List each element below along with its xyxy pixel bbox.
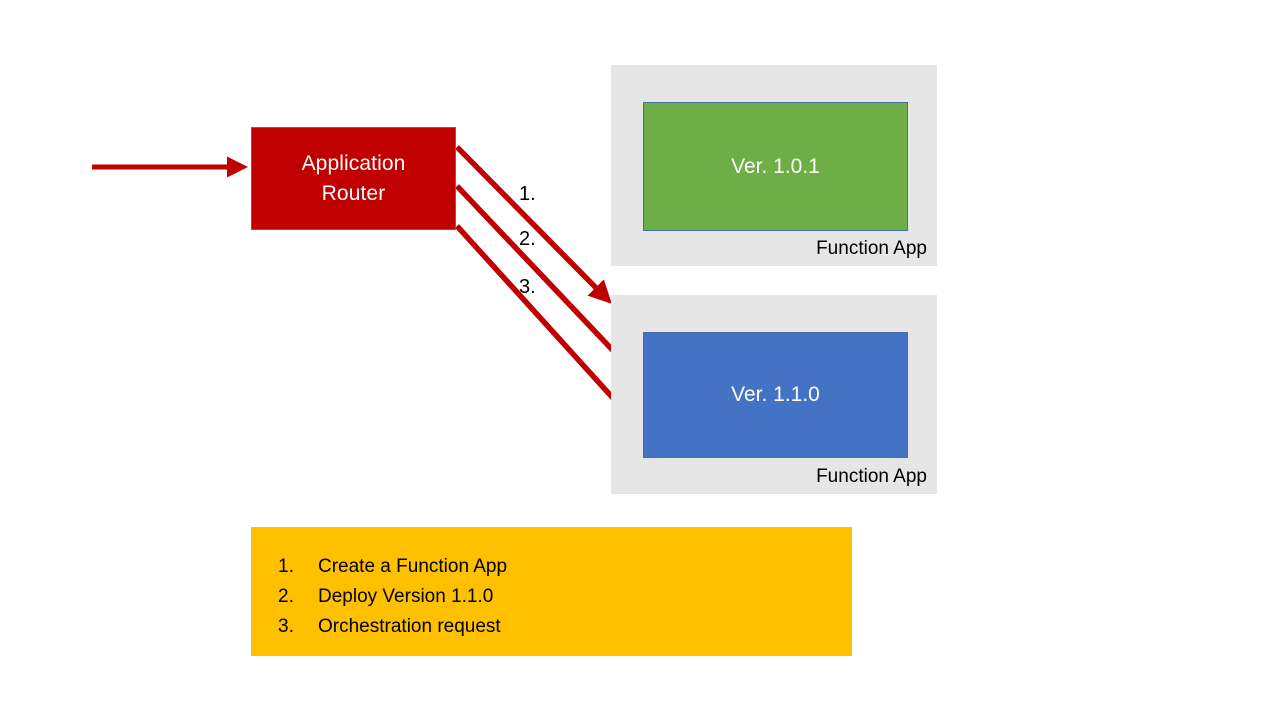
function-app-caption-v1-0-1: Function App	[816, 238, 927, 259]
legend-item-3-number: 3.	[278, 616, 294, 637]
arrow-label-2: 2.	[519, 228, 536, 250]
legend-item-1-text: Create a Function App	[318, 556, 508, 577]
legend-item-2-text: Deploy Version 1.1.0	[318, 586, 494, 607]
application-router-label: Application Router	[301, 151, 406, 205]
arrow-label-3: 3.	[519, 276, 536, 298]
application-router-box[interactable]: Application Router	[251, 127, 456, 230]
function-app-container-v1-0-1[interactable]: Ver. 1.0.1 Function App	[611, 65, 937, 266]
legend-item-1: 1. Create a Function App	[278, 552, 852, 582]
legend-item-2-number: 2.	[278, 586, 294, 607]
function-app-container-v1-1-0[interactable]: Ver. 1.1.0 Function App	[611, 295, 937, 494]
legend-item-1-number: 1.	[278, 556, 294, 577]
legend-item-3-text: Orchestration request	[318, 616, 501, 637]
version-box-v1-0-1[interactable]: Ver. 1.0.1	[643, 102, 908, 231]
version-label-v1-0-1: Ver. 1.0.1	[731, 154, 820, 178]
legend-item-2: 2. Deploy Version 1.1.0	[278, 582, 852, 612]
arrow-label-1: 1.	[519, 183, 536, 205]
version-box-v1-1-0[interactable]: Ver. 1.1.0	[643, 332, 908, 458]
legend-box: 1. Create a Function App 2. Deploy Versi…	[251, 527, 852, 656]
version-label-v1-1-0: Ver. 1.1.0	[731, 383, 820, 406]
function-app-caption-v1-1-0: Function App	[816, 466, 927, 487]
legend-item-3: 3. Orchestration request	[278, 612, 852, 642]
